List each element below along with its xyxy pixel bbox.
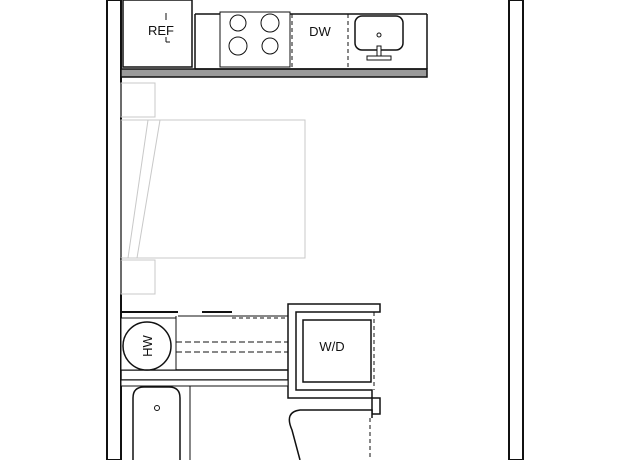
- wd-closet-wall-right: [371, 397, 381, 415]
- washer-dryer-closet: W/D: [287, 303, 381, 415]
- dishwasher: DW: [291, 14, 349, 69]
- bed: [120, 82, 306, 295]
- wd-closet-wall: [287, 303, 381, 399]
- toilet-icon: [288, 409, 373, 460]
- burner-icon: [228, 36, 248, 56]
- tub-drain: [154, 405, 160, 411]
- tub-icon: [132, 386, 181, 460]
- bathroom-top-wall: [120, 379, 289, 387]
- bathroom: [120, 379, 373, 460]
- faucet-base: [366, 55, 392, 61]
- sink-drain: [376, 32, 382, 38]
- dishwasher-label: DW: [309, 24, 331, 39]
- water-heater-tank-icon: [122, 321, 172, 371]
- left-exterior-wall: [106, 0, 122, 460]
- refrigerator: REF: [122, 0, 193, 68]
- cooktop-icon: [219, 11, 291, 68]
- refrigerator-box: [122, 0, 193, 68]
- nightstand-bottom: [120, 259, 156, 295]
- burner-icon: [229, 14, 247, 32]
- washer-dryer-label: W/D: [319, 339, 344, 354]
- nightstand-top: [120, 82, 156, 118]
- right-exterior-wall: [508, 0, 524, 460]
- bed-fold-line: [127, 119, 149, 259]
- counter-strip: [120, 68, 428, 78]
- sink-icon: [354, 15, 404, 61]
- burner-icon: [261, 37, 279, 55]
- closet-bottom-wall: [120, 369, 290, 381]
- water-heater-label: HW: [140, 334, 155, 356]
- water-heater: HW: [120, 317, 177, 371]
- bed-frame: [120, 119, 306, 259]
- faucet-stem: [376, 45, 382, 57]
- washer-dryer-unit: [302, 319, 372, 383]
- burner-icon: [260, 13, 280, 33]
- bed-fold-line: [136, 119, 161, 259]
- refrigerator-label: REF: [148, 23, 174, 38]
